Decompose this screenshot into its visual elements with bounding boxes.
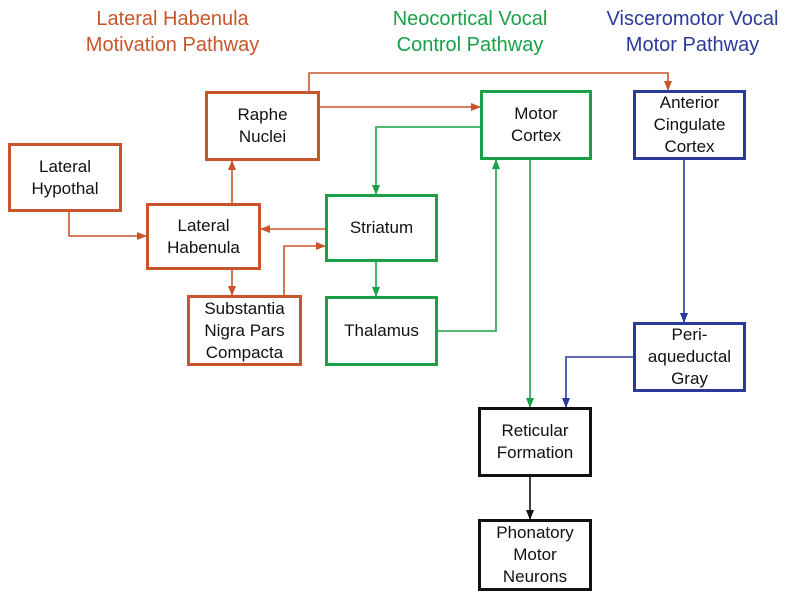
node-motor-cortex: Motor Cortex <box>480 90 592 160</box>
arrow-nigra-to-striatum <box>283 242 326 296</box>
node-label: Gray <box>671 369 708 388</box>
node-label: Cortex <box>664 137 715 156</box>
node-lateral-hypothal: Lateral Hypothal <box>8 143 122 212</box>
node-label: Cortex <box>510 126 562 145</box>
heading-visceromotor-line-2: Motor Pathway <box>625 34 760 56</box>
node-anterior-cingulate: Anterior Cingulate Cortex <box>633 90 746 160</box>
arrow-thalamus-to-motor-cortex <box>438 159 500 332</box>
heading-neocortical-line-2: Control Pathway <box>396 34 544 56</box>
node-label: Habenula <box>167 237 240 257</box>
node-label: Motor <box>513 545 557 564</box>
node-label: Motor <box>514 104 558 123</box>
heading-habenula-line-1: Lateral Habenula <box>96 8 249 30</box>
node-label: Lateral <box>39 156 91 176</box>
heading-visceromotor-line-1: Visceromotor Vocal <box>606 8 779 30</box>
node-label: Phonatory <box>496 523 574 542</box>
node-periaqueductal-gray: Peri- aqueductal Gray <box>633 322 746 392</box>
node-label: Lateral <box>177 215 230 235</box>
node-label: Formation <box>496 443 574 462</box>
node-lateral-habenula: Lateral Habenula <box>146 203 261 270</box>
node-reticular-formation: Reticular Formation <box>478 407 592 477</box>
node-label: Peri- <box>671 325 708 344</box>
node-label: aqueductal <box>647 347 732 366</box>
arrow-periaqueductal-to-reticular <box>562 356 633 408</box>
node-label: Thalamus <box>344 321 419 340</box>
heading-neocortical-pathway: Neocortical Vocal Control Pathway <box>345 6 595 58</box>
node-label: Reticular <box>501 421 569 440</box>
heading-neocortical-line-1: Neocortical Vocal <box>392 8 548 30</box>
node-label: Hypothal <box>31 178 99 198</box>
node-label: Nigra Pars <box>204 320 285 340</box>
node-phonatory-motor-neurons: Phonatory Motor Neurons <box>478 519 592 591</box>
node-raphe-nuclei: Raphe Nuclei <box>205 91 320 161</box>
node-label: Striatum <box>349 218 414 237</box>
heading-habenula-pathway: Lateral Habenula Motivation Pathway <box>40 6 305 58</box>
arrow-raphe-to-cingulate <box>308 72 672 91</box>
arrow-motor-cortex-to-striatum <box>372 126 480 195</box>
node-thalamus: Thalamus <box>325 296 438 366</box>
heading-habenula-line-2: Motivation Pathway <box>85 34 260 56</box>
heading-visceromotor-pathway: Visceromotor Vocal Motor Pathway <box>590 6 795 58</box>
node-striatum: Striatum <box>325 194 438 262</box>
node-label: Substantia <box>204 298 285 318</box>
node-label: Neurons <box>502 567 568 586</box>
node-label: Raphe <box>237 105 288 124</box>
node-label: Anterior <box>659 93 720 112</box>
node-label: Compacta <box>205 342 284 362</box>
node-label: Nuclei <box>238 127 287 146</box>
node-label: Cingulate <box>653 115 726 134</box>
node-substantia-nigra: Substantia Nigra Pars Compacta <box>187 295 302 366</box>
arrow-hypothal-to-habenula <box>68 212 147 240</box>
